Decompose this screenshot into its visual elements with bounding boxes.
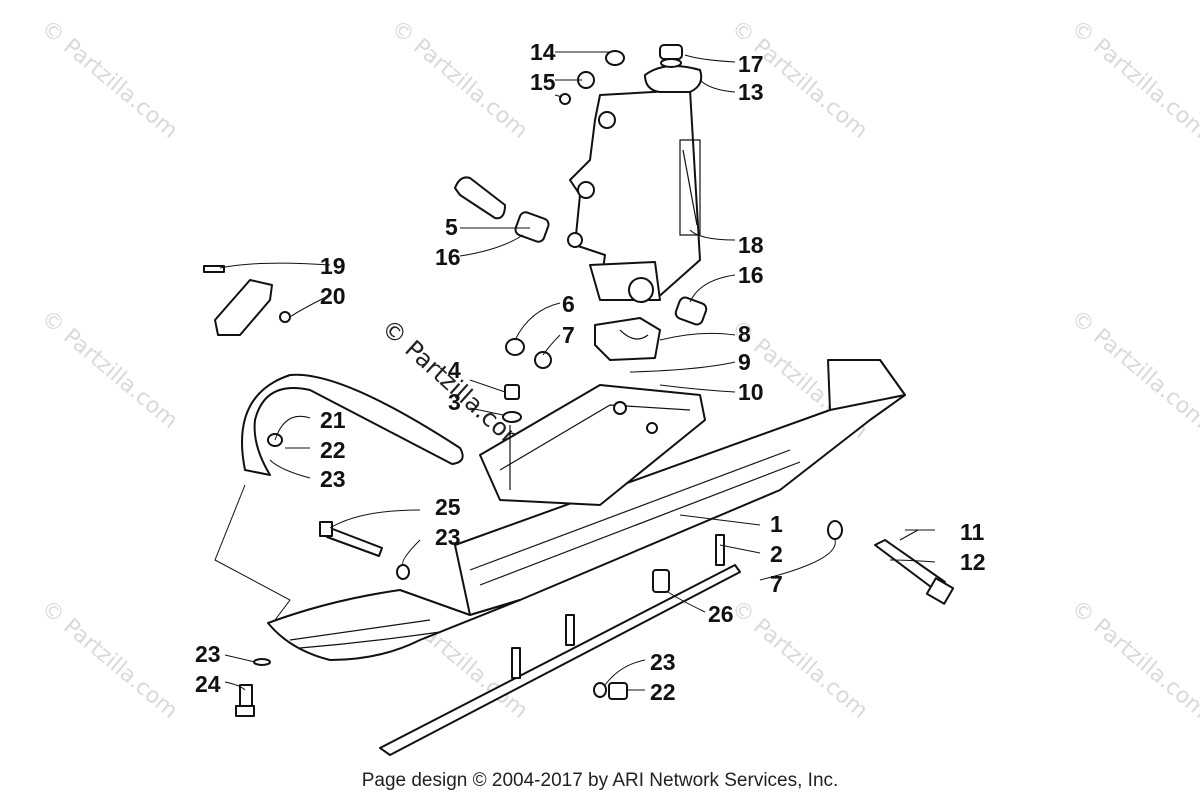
callout-17: 17	[738, 51, 764, 77]
bushings	[454, 176, 708, 326]
watermark: © Partzilla.com	[36, 305, 182, 433]
callout-1: 1	[770, 511, 783, 537]
pivot-block	[594, 317, 661, 361]
callout-6: 6	[562, 291, 575, 317]
spacer-part	[652, 569, 670, 593]
callout-16: 16	[738, 262, 764, 288]
callout-18: 18	[738, 232, 764, 258]
callout-5: 5	[445, 214, 458, 240]
copyright-footer: Page design © 2004-2017 by ARI Network S…	[361, 770, 839, 791]
callout-22: 22	[650, 679, 676, 705]
callout-2: 2	[770, 541, 783, 567]
watermark: © Partzilla.com	[36, 595, 182, 723]
callout-19: 19	[320, 253, 346, 279]
watermark: © Partzilla.com	[1066, 305, 1200, 433]
bolt-assembly	[827, 520, 955, 605]
steering-arm	[644, 44, 703, 93]
watermark: © Partzilla.com	[36, 15, 182, 143]
callout-12: 12	[960, 549, 986, 575]
watermark: © Partzilla.com	[386, 15, 532, 143]
callout-10: 10	[738, 379, 764, 405]
callout-9: 9	[738, 349, 751, 375]
callout-24: 24	[195, 671, 221, 697]
ski-saddle	[479, 384, 706, 506]
callout-22: 22	[320, 437, 346, 463]
callout-11: 11	[960, 519, 985, 545]
callout-21: 21	[320, 407, 346, 433]
callout-23: 23	[320, 466, 346, 492]
callout-23: 23	[650, 649, 676, 675]
callout-labels: 14 15 17 13 5 16 18 16 19 20 6 7 8 9 10 …	[195, 39, 986, 705]
callout-7: 7	[562, 322, 575, 348]
watermark: © Partzilla.com	[1066, 15, 1200, 143]
callout-3: 3	[448, 389, 461, 415]
wear-bar	[379, 534, 741, 756]
ski	[267, 359, 906, 661]
callout-13: 13	[738, 79, 764, 105]
washers-mid	[505, 338, 552, 369]
callout-26: 26	[708, 601, 734, 627]
callout-25: 25	[435, 494, 461, 520]
nuts-bottom	[593, 682, 628, 700]
ski-loop-handle	[241, 373, 464, 476]
callout-23: 23	[195, 641, 221, 667]
callout-7: 7	[770, 571, 783, 597]
callout-20: 20	[320, 283, 346, 309]
callout-15: 15	[530, 69, 556, 95]
leader-lines	[214, 51, 936, 691]
callout-14: 14	[530, 39, 556, 65]
bolt-25	[319, 521, 410, 580]
callout-4: 4	[448, 357, 461, 383]
bolt-24	[235, 658, 271, 717]
callout-16: 16	[435, 244, 461, 270]
fastener-stud	[502, 384, 522, 490]
washers-top	[559, 50, 625, 105]
spindle	[567, 89, 701, 303]
watermark: © Partzilla.com	[726, 595, 872, 723]
bracket	[203, 265, 291, 336]
watermark: © Partzilla.com	[1066, 595, 1200, 723]
callout-8: 8	[738, 321, 751, 347]
callout-23: 23	[435, 524, 461, 550]
